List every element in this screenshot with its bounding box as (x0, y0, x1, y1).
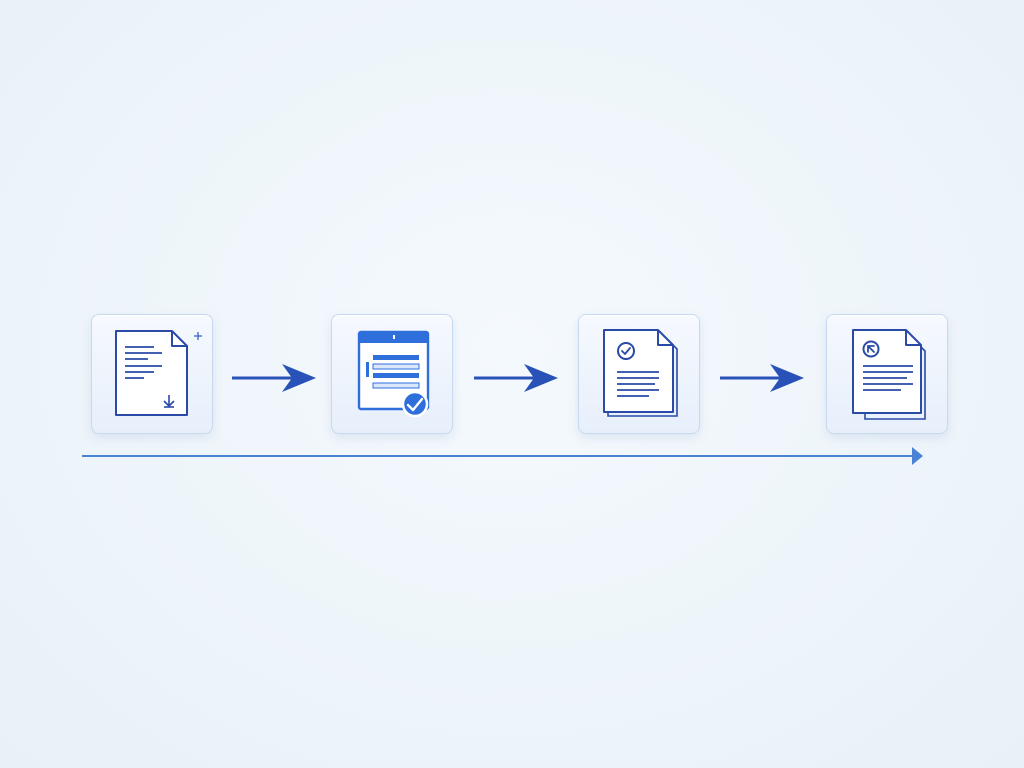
arrow-right-icon (232, 364, 316, 392)
timeline-arrow-icon (82, 447, 923, 465)
step-2-tile (331, 314, 453, 434)
document-approved-icon (603, 329, 678, 417)
document-download-icon (115, 330, 202, 416)
step-1-tile (91, 314, 213, 434)
arrow-right-icon (474, 364, 558, 392)
document-stack-icon (852, 329, 926, 420)
arrow-right-icon (720, 364, 804, 392)
form-verified-icon (357, 330, 430, 418)
step-4-tile (826, 314, 948, 434)
step-3-tile (578, 314, 700, 434)
